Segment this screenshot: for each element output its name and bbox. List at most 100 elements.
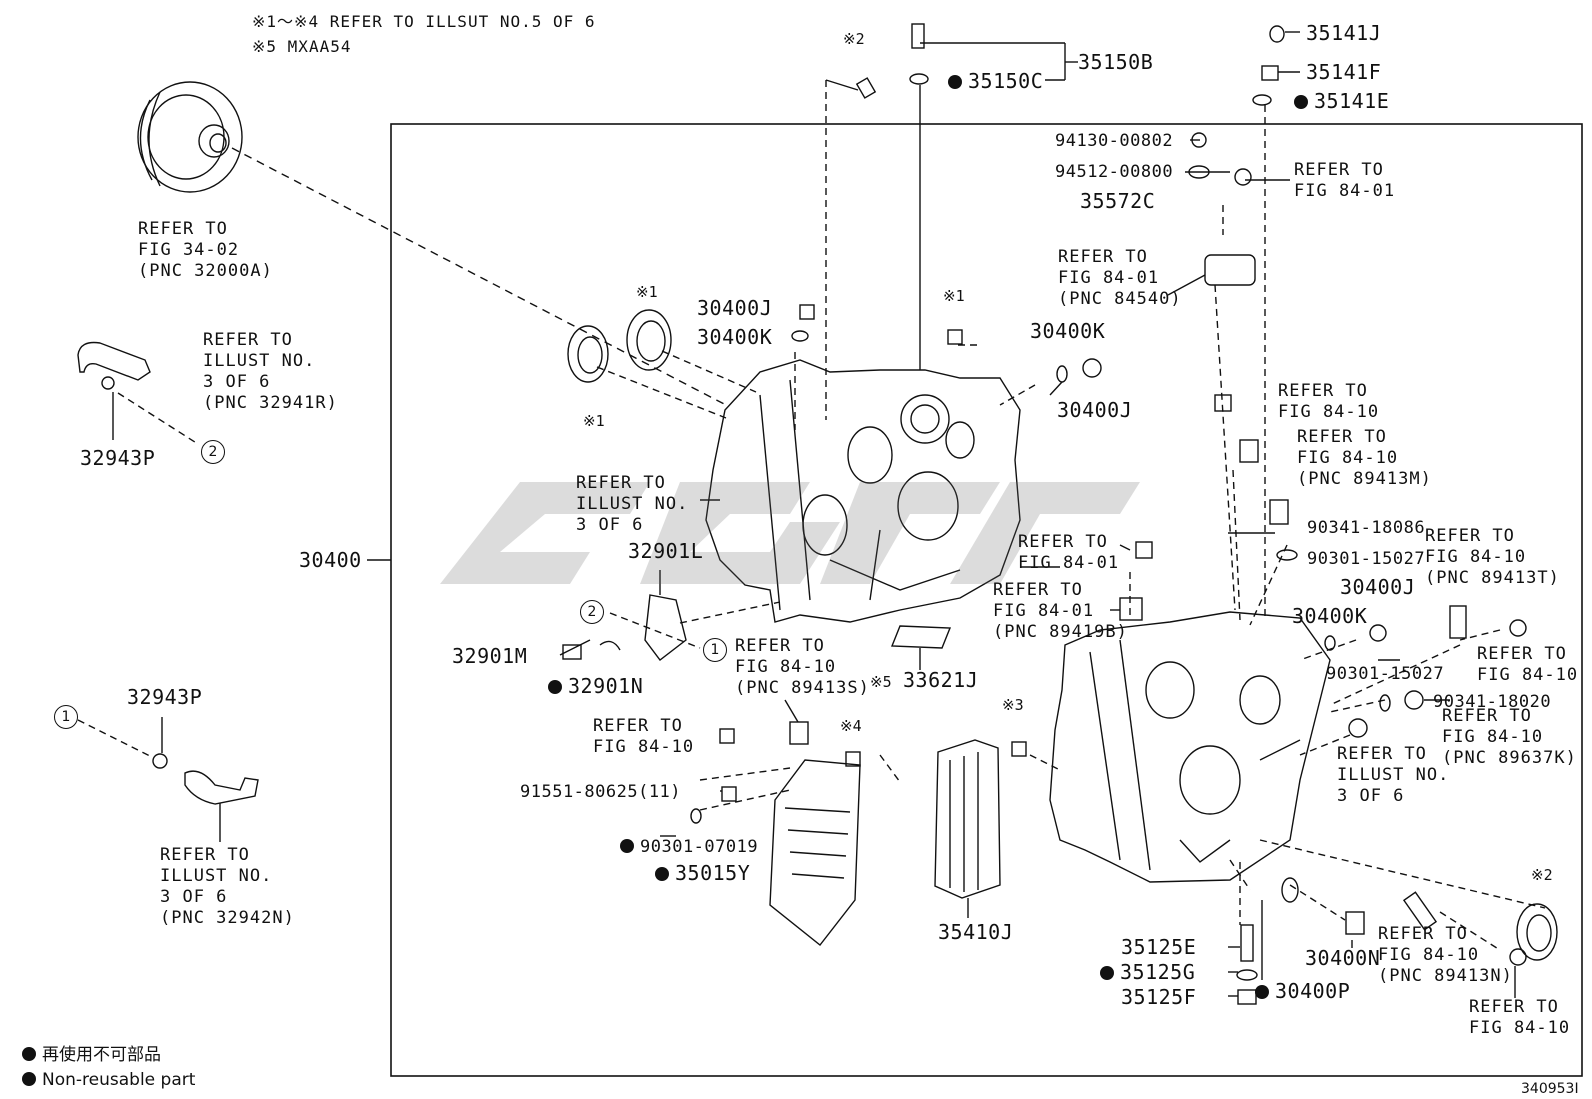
bracket-drawing [644,594,687,661]
part-30400N[interactable]: 30400N [1305,946,1381,970]
non-reusable-icon [655,867,669,881]
part-35141F[interactable]: 35141F [1306,60,1382,84]
part-90301-07019-label: 90301-07019 [640,837,759,857]
part-90341-18086[interactable]: 90341-18086 [1307,518,1426,538]
part-32901L[interactable]: 32901L [628,539,704,563]
note-mark-3: ※3 [1002,696,1024,714]
ref-fig-84-10-a[interactable]: REFER TO FIG 84-10 [1278,381,1380,422]
legend-en: Non-reusable part [22,1069,195,1091]
header-note-line1: ※1～※4 REFER TO ILLSUT NO.5 OF 6 [252,12,596,31]
ref-fig-84-10-c[interactable]: REFER TO FIG 84-10 [1477,644,1579,685]
callout-circle-2-a[interactable]: 2 [201,440,225,464]
part-35150C-label: 35150C [968,69,1044,93]
ref-fig-84-10-89413S[interactable]: REFER TO FIG 84-10 (PNC 89413S) [735,636,870,698]
ref-fig-34-02[interactable]: REFER TO FIG 34-02 (PNC 32000A) [138,219,273,281]
part-35125G[interactable]: 35125G [1100,961,1195,983]
ref-fig-84-01-a[interactable]: REFER TO FIG 84-01 [1294,160,1396,201]
oil-seal-c [1516,903,1558,961]
figure-id: 340953I [1521,1081,1579,1097]
legend-jp-text: 再使用不可部品 [42,1045,161,1065]
part-90341-18020[interactable]: 90341-18020 [1433,692,1552,712]
note-mark-2-b: ※2 [1531,866,1553,884]
ref-fig-84-01-89419B[interactable]: REFER TO FIG 84-01 (PNC 89419B) [993,580,1128,642]
ref-fig-84-10-89413M[interactable]: REFER TO FIG 84-10 (PNC 89413M) [1297,427,1432,489]
part-90301-15027-b[interactable]: 90301-15027 [1326,664,1445,684]
part-91551-80625[interactable]: 91551-80625(11) [520,782,682,802]
part-30400P[interactable]: 30400P [1255,980,1350,1002]
oil-seal-b [626,309,672,371]
part-35125G-label: 35125G [1120,960,1196,984]
ref-illust-32942N[interactable]: REFER TO ILLUST NO. 3 OF 6 (PNC 32942N) [160,845,295,928]
assembly-frame [390,123,1583,1077]
oil-seal-a [567,325,609,383]
non-reusable-icon [1294,95,1308,109]
ref-fig-84-10-d[interactable]: REFER TO FIG 84-10 [1469,997,1571,1038]
part-30400[interactable]: 30400 [299,548,362,572]
part-33621J[interactable]: 33621J [903,668,979,692]
legend-en-text: Non-reusable part [42,1070,196,1090]
note-mark-2-a: ※2 [843,30,865,48]
transaxle-case-drawing [1049,611,1331,883]
part-90301-15027-a[interactable]: 90301-15027 [1307,549,1426,569]
ref-illust-3of6-b[interactable]: REFER TO ILLUST NO. 3 OF 6 [1337,744,1450,806]
non-reusable-icon [948,75,962,89]
part-30400J-b[interactable]: 30400J [1057,398,1133,422]
hose-upper-drawing [77,341,151,390]
small-parts [562,23,1558,1005]
part-35410J[interactable]: 35410J [938,920,1014,944]
label-plate [890,625,952,649]
sensor-s-drawing [789,721,809,745]
callout-circle-1-a[interactable]: 1 [703,638,727,662]
note-mark-1-b: ※1 [943,287,965,305]
part-30400K-b[interactable]: 30400K [1030,319,1106,343]
part-94512-00800[interactable]: 94512-00800 [1055,162,1174,182]
note-mark-1-a: ※1 [636,283,658,301]
legend-jp: 再使用不可部品 [22,1044,161,1066]
part-35015Y[interactable]: 35015Y [655,862,750,884]
part-35125F[interactable]: 35125F [1121,985,1197,1009]
callout-circle-2-b[interactable]: 2 [580,600,604,624]
torque-converter-drawing [137,81,243,193]
ref-fig-84-10-89413N[interactable]: REFER TO FIG 84-10 (PNC 89413N) [1378,924,1513,986]
ref-illust-32941R[interactable]: REFER TO ILLUST NO. 3 OF 6 (PNC 32941R) [203,330,338,413]
part-94130-00802[interactable]: 94130-00802 [1055,131,1174,151]
control-unit-drawing [769,759,861,946]
part-32943P-b[interactable]: 32943P [127,685,203,709]
sensor-t-drawing [1449,605,1467,639]
part-30400J-a[interactable]: 30400J [697,296,773,320]
part-35141E-label: 35141E [1314,89,1390,113]
part-32901N[interactable]: 32901N [548,675,643,697]
part-35141J[interactable]: 35141J [1306,21,1382,45]
non-reusable-icon [22,1047,36,1061]
part-30400K-c[interactable]: 30400K [1292,604,1368,628]
part-32943P-a[interactable]: 32943P [80,446,156,470]
part-35150B[interactable]: 35150B [1078,50,1154,74]
non-reusable-icon [1100,966,1114,980]
note-mark-1-c: ※1 [583,412,605,430]
ref-fig-84-01-b[interactable]: REFER TO FIG 84-01 [1018,532,1120,573]
non-reusable-icon [620,839,634,853]
ref-fig-84-01-84540[interactable]: REFER TO FIG 84-01 (PNC 84540) [1058,247,1182,309]
part-90301-07019[interactable]: 90301-07019 [620,836,758,858]
part-35125E[interactable]: 35125E [1121,935,1197,959]
part-30400P-label: 30400P [1275,979,1351,1003]
part-35572C[interactable]: 35572C [1080,189,1156,213]
part-35141E[interactable]: 35141E [1294,90,1389,112]
speed-sensor-drawing [1239,439,1259,463]
ref-fig-84-10-b[interactable]: REFER TO FIG 84-10 [593,716,695,757]
ref-fig-84-10-89413T[interactable]: REFER TO FIG 84-10 (PNC 89413T) [1425,526,1560,588]
ref-illust-3of6-a[interactable]: REFER TO ILLUST NO. 3 OF 6 [576,473,689,535]
part-32901M[interactable]: 32901M [452,644,528,668]
ref-fig-84-10-89637K[interactable]: REFER TO FIG 84-10 (PNC 89637K) [1442,706,1577,768]
sensor-drawing [1204,254,1256,286]
callout-circle-1-b[interactable]: 1 [54,705,78,729]
non-reusable-icon [1255,985,1269,999]
part-30400J-c[interactable]: 30400J [1340,575,1416,599]
non-reusable-icon [548,680,562,694]
part-35150C[interactable]: 35150C [948,70,1043,92]
note-mark-4: ※4 [840,717,862,735]
part-30400K-a[interactable]: 30400K [697,325,773,349]
valve-body-drawing [934,739,1001,899]
